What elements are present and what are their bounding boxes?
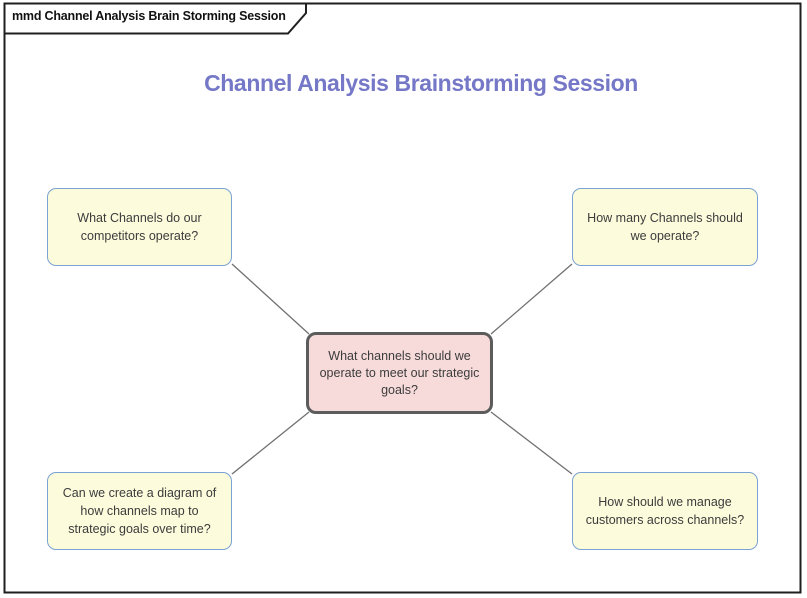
topic-node-bottom-left[interactable]: Can we create a diagram of how channels … [47, 472, 232, 550]
topic-node-top-right[interactable]: How many Channels should we operate? [572, 188, 758, 266]
diagram-frame-border [3, 2, 802, 594]
central-topic-node[interactable]: What channels should we operate to meet … [306, 332, 493, 414]
diagram-title: Channel Analysis Brainstorming Session [204, 70, 638, 96]
diagram-frame-tab[interactable]: mmd Channel Analysis Brain Storming Sess… [12, 9, 286, 23]
connector-line-bottom-left [231, 411, 310, 475]
diagram-frame-tab-shape [3, 2, 307, 35]
topic-label: How should we manage customers across ch… [585, 495, 745, 527]
connector-line-bottom-right [490, 411, 573, 475]
topic-node-bottom-right[interactable]: How should we manage customers across ch… [572, 472, 758, 550]
connector-line-top-left [231, 263, 310, 335]
topic-label: Can we create a diagram of how channels … [62, 486, 217, 536]
topic-label: How many Channels should we operate? [587, 211, 743, 243]
central-topic-label: What channels should we operate to meet … [319, 348, 480, 397]
topic-label: What Channels do our competitors operate… [77, 211, 202, 243]
connector-line-top-right [490, 263, 573, 335]
topic-node-top-left[interactable]: What Channels do our competitors operate… [47, 188, 232, 266]
